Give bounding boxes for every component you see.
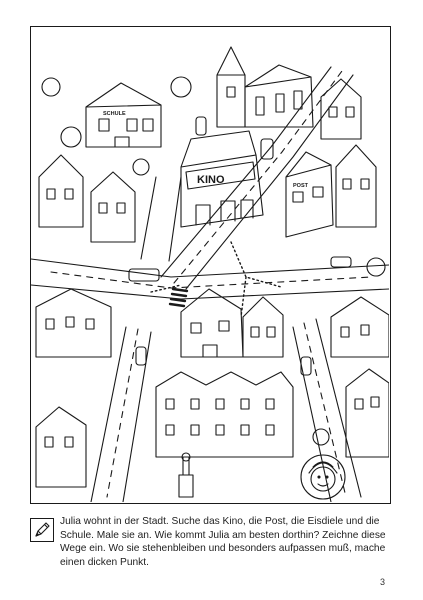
cinema-building: KINO bbox=[180, 130, 264, 228]
julia-portrait bbox=[300, 454, 346, 500]
car bbox=[330, 256, 352, 268]
houses-right bbox=[320, 78, 389, 458]
house-left-2 bbox=[90, 171, 136, 243]
crosswalk bbox=[168, 287, 189, 308]
lower-block-body bbox=[155, 371, 294, 458]
trees bbox=[41, 76, 386, 446]
tree bbox=[170, 76, 192, 98]
car bbox=[260, 138, 274, 160]
julia-eye-right bbox=[325, 475, 329, 479]
church-tower bbox=[216, 46, 246, 128]
tree bbox=[132, 158, 150, 176]
julia-hair bbox=[308, 461, 338, 474]
houses-lower-block bbox=[155, 371, 294, 458]
house-left-3 bbox=[35, 288, 112, 358]
center-house-right bbox=[242, 296, 284, 358]
page-number: 3 bbox=[380, 577, 386, 587]
julia-face bbox=[310, 466, 336, 492]
julia-smile bbox=[317, 483, 329, 487]
cars bbox=[128, 116, 352, 376]
task-text: Julia wohnt in der Stadt. Suche das Kino… bbox=[60, 516, 386, 568]
post-sign: POST bbox=[293, 183, 309, 189]
cross-street bbox=[31, 258, 389, 300]
cinema-body bbox=[180, 130, 264, 228]
statue-figure bbox=[178, 452, 194, 498]
tree bbox=[41, 77, 61, 97]
car bbox=[195, 116, 207, 136]
upper-street-left bbox=[140, 176, 182, 262]
tree bbox=[366, 257, 386, 277]
lower-street-left bbox=[90, 326, 152, 502]
pencil-icon bbox=[30, 518, 54, 542]
task-instructions: Julia wohnt in der Stadt. Suche das Kino… bbox=[30, 512, 400, 572]
post-office-body bbox=[285, 151, 334, 238]
school-body bbox=[85, 82, 162, 148]
tree bbox=[60, 126, 82, 148]
house-left-1 bbox=[38, 154, 84, 228]
cinema-doors bbox=[195, 199, 254, 226]
lower-street-right bbox=[292, 318, 362, 502]
car bbox=[128, 268, 160, 282]
street-network bbox=[31, 66, 389, 502]
main-street-diagonal bbox=[160, 66, 354, 290]
school-building: SCHULE bbox=[85, 82, 162, 148]
dotted-path bbox=[150, 241, 282, 318]
church-nave bbox=[244, 64, 314, 128]
town-coloring-illustration: SCHULE KINO POST bbox=[30, 26, 391, 504]
julia-eye-left bbox=[317, 475, 321, 479]
cinema-sign: KINO bbox=[197, 174, 225, 186]
ice-cream-parlor-body bbox=[180, 288, 244, 358]
statue-monument bbox=[178, 452, 194, 498]
house-right-2 bbox=[320, 78, 362, 140]
house-right-1 bbox=[335, 144, 377, 228]
ice-cream-parlor-block bbox=[180, 288, 284, 358]
church bbox=[216, 46, 314, 128]
tree bbox=[312, 428, 330, 446]
houses-left bbox=[35, 154, 136, 488]
house-right-4 bbox=[345, 368, 389, 458]
lower-block-windows bbox=[165, 398, 275, 436]
school-sign: SCHULE bbox=[103, 111, 126, 117]
lane-markings bbox=[50, 70, 372, 498]
dotted-guide-paths bbox=[150, 241, 282, 318]
car bbox=[300, 356, 312, 376]
church-windows bbox=[255, 90, 303, 116]
house-right-3 bbox=[330, 296, 389, 358]
post-office-building: POST bbox=[285, 151, 334, 238]
car bbox=[135, 346, 147, 366]
julia-portrait-frame bbox=[300, 454, 346, 500]
house-left-4 bbox=[35, 406, 87, 488]
cinema-marquee bbox=[185, 161, 256, 190]
